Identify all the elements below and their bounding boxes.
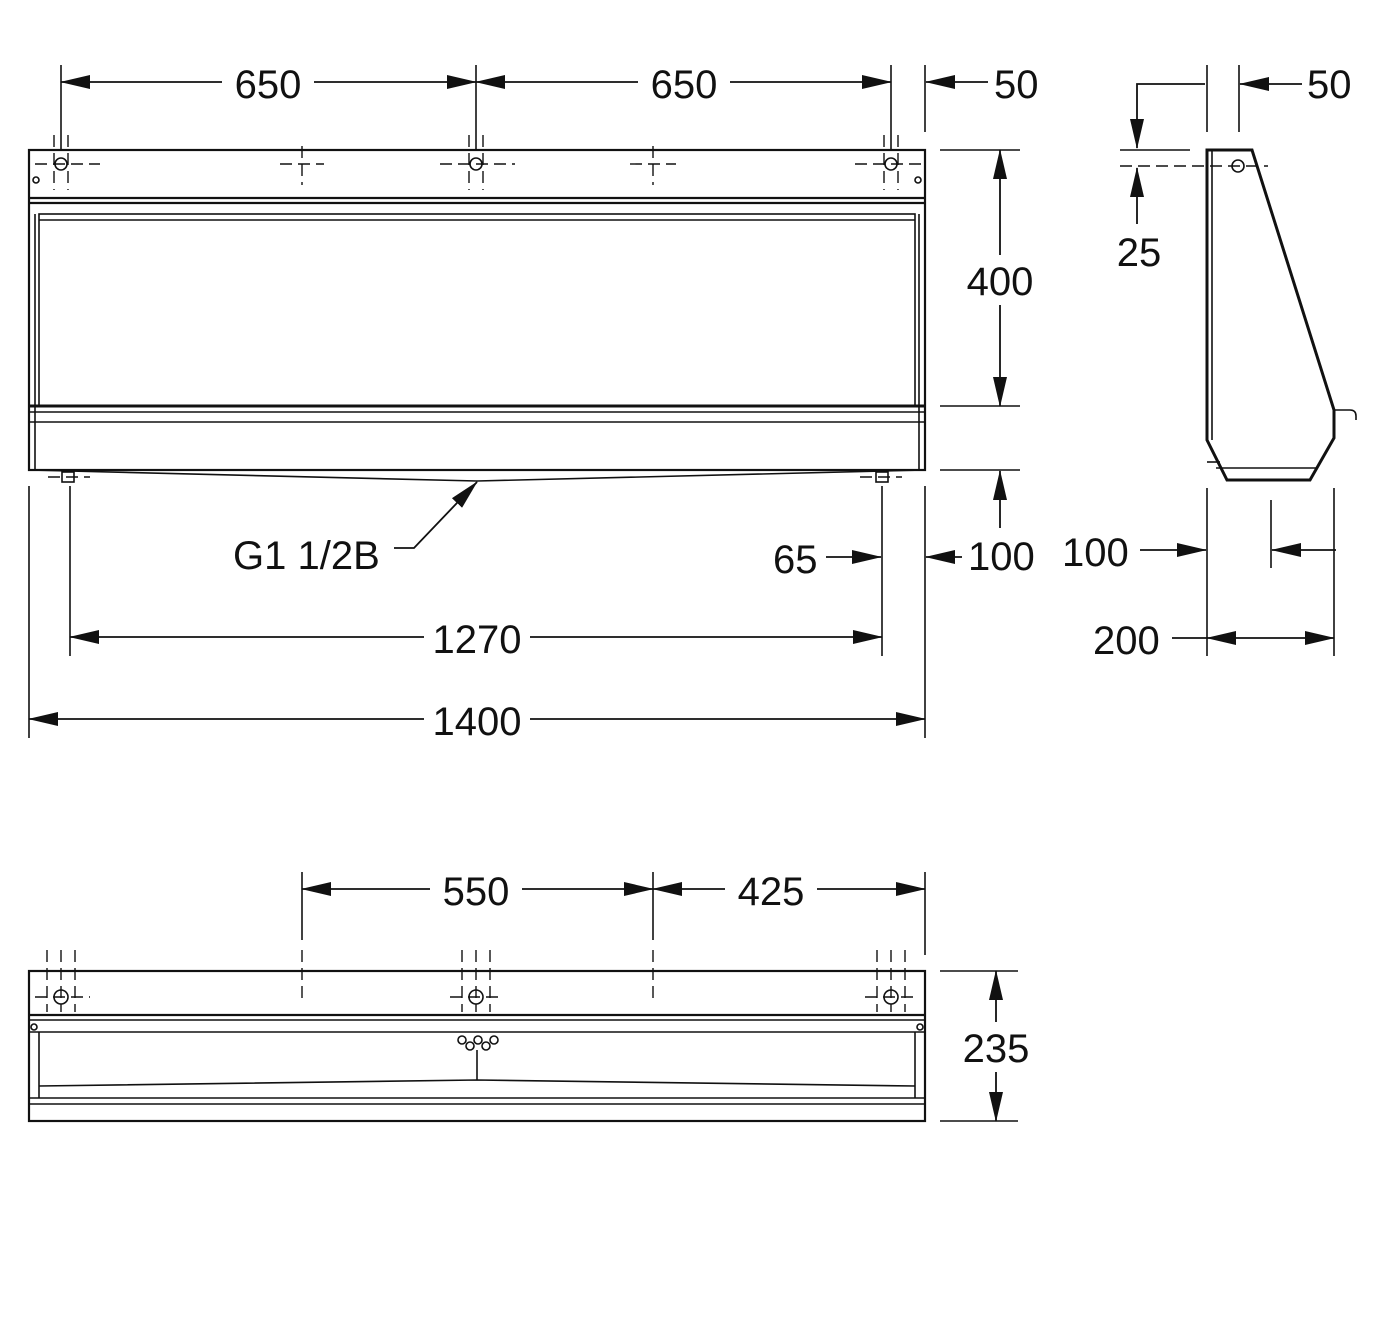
dimension-label: 200 xyxy=(1093,619,1160,663)
dimension-label: 650 xyxy=(235,63,302,107)
foot-icon xyxy=(860,471,902,483)
dimension-label: 650 xyxy=(651,63,718,107)
dimension-label: 25 xyxy=(1117,231,1162,275)
mounting-hole-icon xyxy=(35,950,90,1012)
screw-icon xyxy=(916,1023,924,1031)
dimension-label: 100 xyxy=(1062,531,1129,575)
spray-nozzle-icon xyxy=(457,1035,499,1080)
drain-thread-label: G1 1/2B xyxy=(233,534,380,578)
screw-icon xyxy=(32,176,40,184)
front-view: 650 650 50 400 G1 1/2B 65 100 1270 1400 xyxy=(27,63,1039,744)
dimension-label: 550 xyxy=(443,870,510,914)
foot-icon xyxy=(48,471,90,483)
dimension-label: 50 xyxy=(1307,63,1352,107)
dimension-label: 65 xyxy=(773,538,818,582)
side-outline xyxy=(1205,148,1336,482)
hook-icon xyxy=(1334,409,1357,420)
mounting-hole-icon xyxy=(1120,159,1268,173)
front-panel xyxy=(38,213,916,407)
dimension-label: 425 xyxy=(738,870,805,914)
dimension-label: 50 xyxy=(994,63,1039,107)
side-view: 25 50 100 200 xyxy=(1062,63,1357,663)
dimension-label: 100 xyxy=(968,535,1035,579)
plan-view: 550 425 235 xyxy=(27,870,1030,1123)
front-outline xyxy=(27,148,927,472)
plan-outline xyxy=(27,969,927,1123)
screw-icon xyxy=(30,1023,38,1031)
screw-icon xyxy=(914,176,922,184)
mounting-hole-icon xyxy=(440,135,515,190)
center-mark-icon xyxy=(630,146,676,185)
dimension-label: 1270 xyxy=(433,618,522,662)
dimension-label: 400 xyxy=(967,260,1034,304)
dimension-label: 235 xyxy=(963,1027,1030,1071)
mounting-hole-icon xyxy=(35,135,100,190)
mounting-hole-icon xyxy=(450,950,502,1012)
center-mark-icon xyxy=(280,146,324,185)
dimension-label: 1400 xyxy=(433,700,522,744)
mounting-hole-icon xyxy=(855,135,925,190)
mounting-hole-icon xyxy=(865,950,917,1012)
